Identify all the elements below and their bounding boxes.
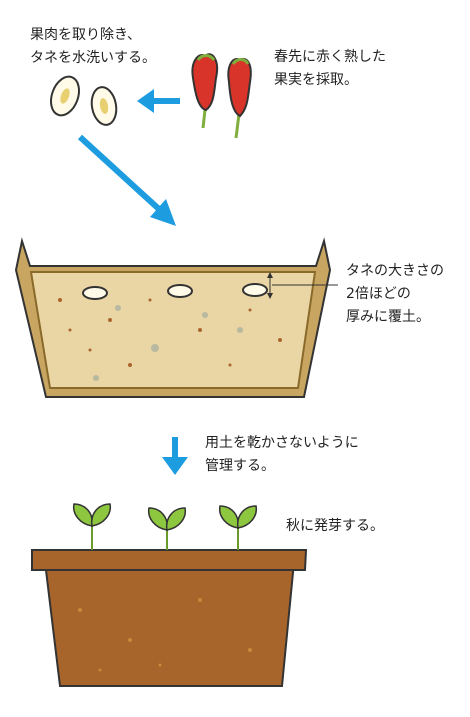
sowing-tray-illustration xyxy=(14,237,332,398)
seedling xyxy=(72,503,112,550)
soil-depth-indicator xyxy=(267,272,338,299)
seedling xyxy=(147,507,187,550)
remove-flesh-label: 果肉を取り除き、 タネを水洗いする。 xyxy=(30,27,156,66)
cover-soil-label: タネの大きさの 2倍ほどの 厚みに覆土。 xyxy=(346,263,444,325)
pot-with-seedlings-illustration xyxy=(31,503,308,687)
red-fruits-illustration xyxy=(191,53,252,139)
washed-seeds-illustration xyxy=(49,75,118,126)
arrow-diagonal-icon xyxy=(77,134,176,226)
arrow-left-icon xyxy=(137,89,180,113)
arrow-down-icon xyxy=(162,437,188,475)
seedling xyxy=(218,505,258,550)
manage-label: 用土を乾かさないように 管理する。 xyxy=(205,435,359,474)
germinate-label: 秋に発芽する。 xyxy=(286,518,384,534)
harvest-label: 春先に赤く熟した 果実を採取。 xyxy=(274,49,386,88)
